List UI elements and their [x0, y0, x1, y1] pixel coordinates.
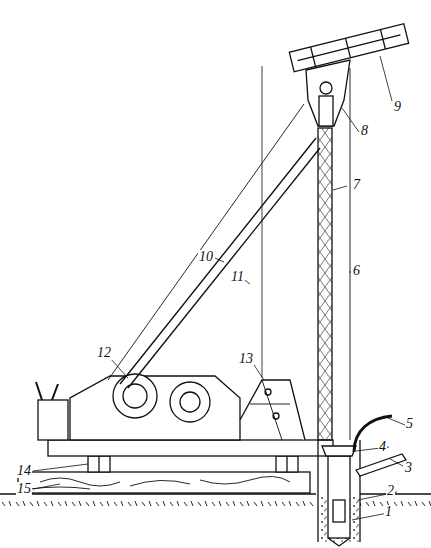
callout-number: 1	[384, 505, 393, 519]
callout-number: 10	[198, 250, 214, 264]
callout-number: 4	[378, 440, 387, 454]
callout-number: 5	[405, 417, 414, 431]
callout-number: 3	[404, 461, 413, 475]
callout-number: 9	[393, 100, 402, 114]
callout-number: 6	[352, 264, 361, 278]
callout-number: 11	[230, 270, 245, 284]
callout-number: 12	[96, 346, 112, 360]
callout-number: 15	[16, 482, 32, 496]
callout-number: 7	[352, 178, 361, 192]
callout-number: 13	[238, 352, 254, 366]
callout-number: 2	[386, 484, 395, 498]
callout-number: 8	[360, 124, 369, 138]
callout-number: 14	[16, 464, 32, 478]
